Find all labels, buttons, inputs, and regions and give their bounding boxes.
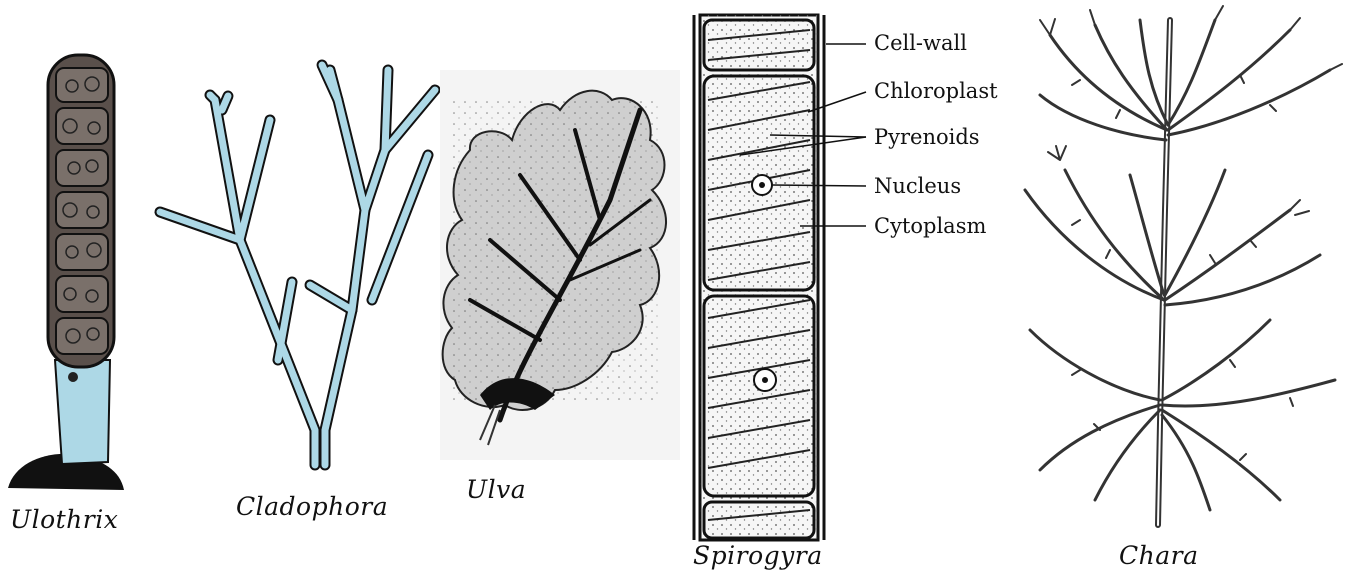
cytoplasm-label: Cytoplasm: [874, 214, 986, 238]
chloroplast-label: Chloroplast: [874, 79, 998, 103]
spirogyra-label: Spirogyra: [693, 541, 823, 570]
cladophora-label: Cladophora: [236, 492, 388, 521]
ulothrix-label: Ulothrix: [10, 505, 118, 534]
cladophora-drawing: [160, 65, 435, 465]
chara-drawing: [1025, 6, 1342, 525]
spirogyra-drawing: [694, 15, 866, 540]
ulothrix-basal-cell: [55, 360, 110, 464]
nucleus-label: Nucleus: [874, 174, 961, 198]
pyrenoids-label: Pyrenoids: [874, 125, 980, 149]
ulothrix-drawing: [8, 55, 124, 490]
ulva-label: Ulva: [466, 475, 526, 504]
chara-label: Chara: [1119, 541, 1199, 570]
cell-wall-label: Cell-wall: [874, 31, 967, 55]
ulva-drawing: [440, 70, 680, 460]
